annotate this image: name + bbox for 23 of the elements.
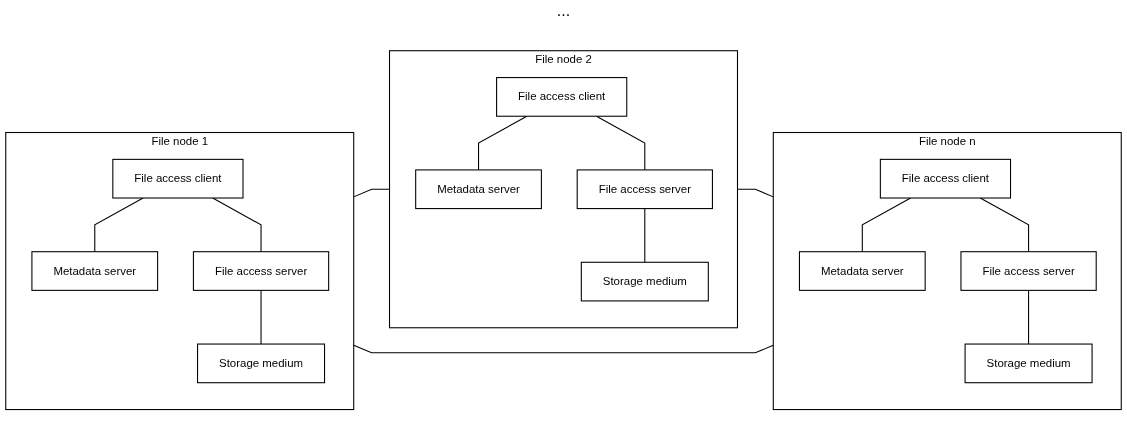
connector <box>353 344 774 354</box>
node-box: Storage medium <box>197 343 326 384</box>
node-box: File access server <box>192 251 330 291</box>
node-box: Storage medium <box>964 343 1093 384</box>
connector <box>644 207 646 263</box>
node-box: Metadata server <box>798 251 926 291</box>
node-box: File access server <box>960 251 1097 291</box>
connector <box>861 197 912 253</box>
connector <box>595 115 646 171</box>
node-box: File access client <box>879 158 1012 199</box>
connector <box>478 115 528 171</box>
node-box: Metadata server <box>415 169 542 209</box>
node-box: Metadata server <box>31 251 159 291</box>
node-box: File access server <box>576 169 713 209</box>
connector <box>1028 289 1030 345</box>
node-box: File access client <box>496 76 628 117</box>
connector <box>260 289 262 345</box>
node-box: Storage medium <box>580 261 709 302</box>
connector <box>212 197 262 253</box>
connector <box>979 197 1030 253</box>
ellipsis-text: ... <box>556 2 571 19</box>
connector <box>94 197 144 253</box>
node-box: File access client <box>112 158 244 199</box>
